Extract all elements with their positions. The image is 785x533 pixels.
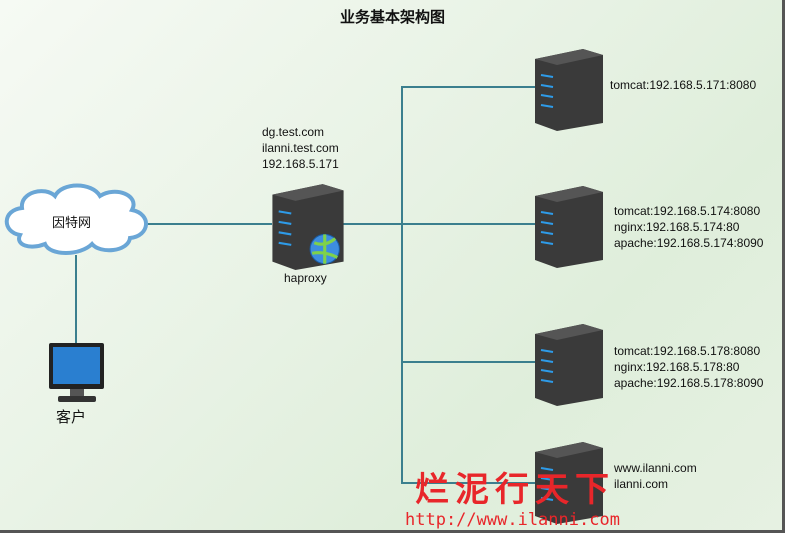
haproxy-label: haproxy: [284, 271, 327, 285]
backend-server-icon: [535, 49, 603, 131]
backend-server-icon: [535, 324, 603, 406]
server-2-line-2: nginx:192.168.5.174:80: [614, 220, 740, 234]
diagram-title: 业务基本架构图: [339, 9, 445, 26]
server-4-line-1: www.ilanni.com: [614, 461, 697, 475]
server-2-line-3: apache:192.168.5.174:8090: [614, 236, 764, 250]
server-3-line-1: tomcat:192.168.5.178:8080: [614, 344, 761, 358]
backend-trunk: [401, 86, 535, 484]
server-4-line-2: ilanni.com: [614, 477, 669, 491]
client-label: 客户: [56, 409, 87, 426]
monitor-icon: [49, 343, 104, 402]
server-3-line-2: nginx:192.168.5.178:80: [614, 360, 740, 374]
cloud-icon: [4, 183, 148, 255]
haproxy-domain-2: ilanni.test.com: [262, 141, 339, 155]
server-1-line-1: tomcat:192.168.5.171:8080: [610, 78, 757, 92]
haproxy-server-icon: [272, 184, 344, 270]
cloud-label: 因特网: [52, 215, 92, 230]
backend-server-icon: [535, 442, 603, 524]
backend-server-icon: [535, 186, 603, 268]
server-2-line-1: tomcat:192.168.5.174:8080: [614, 204, 761, 218]
haproxy-ip: 192.168.5.171: [262, 157, 339, 171]
server-3-line-3: apache:192.168.5.178:8090: [614, 376, 764, 390]
haproxy-domain-1: dg.test.com: [262, 125, 325, 139]
watermark-url: http://www.ilanni.com: [405, 510, 620, 530]
watermark-text: 烂泥行天下: [415, 470, 615, 510]
